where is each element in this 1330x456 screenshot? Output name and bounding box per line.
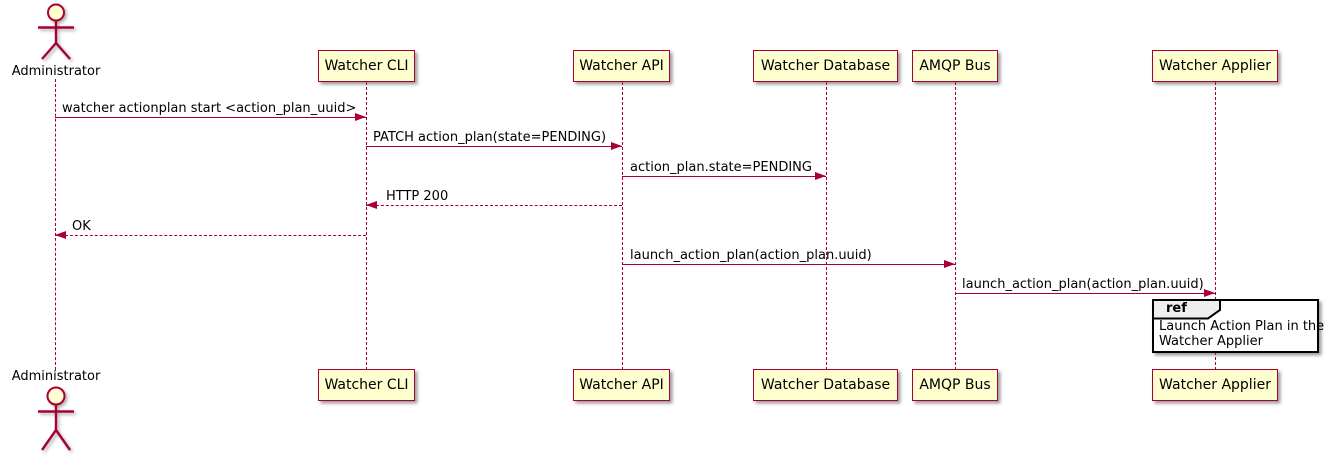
participant-watcher-applier-bottom: Watcher Applier	[1152, 369, 1278, 401]
arrowhead-right-icon	[1204, 289, 1215, 297]
message-2-label: PATCH action_plan(state=PENDING)	[373, 130, 607, 145]
message-5-line	[55, 235, 366, 236]
lifeline-watcher-applier	[1215, 82, 1216, 370]
message-6-line	[622, 264, 955, 265]
actor-label-bottom: Administrator	[11, 369, 101, 384]
arrowhead-right-icon	[815, 172, 826, 180]
message-3-label: action_plan.state=PENDING	[630, 160, 812, 175]
arrowhead-left-icon	[55, 231, 66, 239]
ref-text-line2: Watcher Applier	[1159, 333, 1263, 349]
participant-label: Watcher API	[579, 377, 664, 393]
message-7-line	[955, 293, 1215, 294]
participant-label: AMQP Bus	[919, 58, 991, 74]
message-7-label: launch_action_plan(action_plan.uuid)	[962, 277, 1204, 292]
arrowhead-left-icon	[366, 201, 377, 209]
lifeline-amqp-bus	[955, 82, 956, 370]
participant-amqp-bus-top: AMQP Bus	[912, 50, 998, 82]
participant-watcher-api-top: Watcher API	[573, 50, 670, 82]
arrowhead-right-icon	[944, 260, 955, 268]
ref-text: Launch Action Plan in the Watcher Applie…	[1159, 319, 1325, 349]
message-2-line	[366, 146, 622, 147]
message-5-label: OK	[72, 219, 91, 234]
participant-label: Watcher Applier	[1159, 377, 1271, 393]
lifeline-administrator	[55, 79, 56, 370]
ref-text-line1: Launch Action Plan in the	[1159, 319, 1325, 334]
arrowhead-right-icon	[355, 113, 366, 121]
message-3-line	[622, 176, 826, 177]
ref-keyword: ref	[1166, 301, 1187, 316]
participant-watcher-applier-top: Watcher Applier	[1152, 50, 1278, 82]
actor-icon	[36, 3, 76, 65]
actor-icon	[36, 386, 76, 456]
message-1-label: watcher actionplan start <action_plan_uu…	[62, 101, 357, 116]
participant-label: Watcher API	[579, 58, 664, 74]
ref-tag-shape	[1152, 299, 1222, 324]
participant-label: Watcher Database	[760, 377, 891, 393]
message-4-line	[366, 205, 622, 206]
ref-fragment: ref Launch Action Plan in the Watcher Ap…	[1152, 299, 1324, 353]
participant-watcher-api-bottom: Watcher API	[573, 369, 670, 401]
participant-label: Watcher Database	[760, 58, 891, 74]
participant-label: Watcher CLI	[324, 58, 409, 74]
actor-label-top: Administrator	[11, 64, 101, 79]
arrowhead-right-icon	[611, 142, 622, 150]
message-1-line	[55, 117, 366, 118]
participant-amqp-bus-bottom: AMQP Bus	[912, 369, 998, 401]
message-6-label: launch_action_plan(action_plan.uuid)	[630, 248, 872, 263]
participant-watcher-database-bottom: Watcher Database	[753, 369, 898, 401]
lifeline-watcher-api	[622, 82, 623, 370]
message-4-label: HTTP 200	[386, 189, 449, 204]
participant-watcher-cli-top: Watcher CLI	[318, 50, 415, 82]
participant-label: Watcher Applier	[1159, 58, 1271, 74]
participant-watcher-cli-bottom: Watcher CLI	[318, 369, 415, 401]
lifeline-watcher-cli	[366, 82, 367, 370]
participant-label: Watcher CLI	[324, 377, 409, 393]
participant-watcher-database-top: Watcher Database	[753, 50, 898, 82]
lifeline-watcher-database	[826, 82, 827, 370]
participant-label: AMQP Bus	[919, 377, 991, 393]
